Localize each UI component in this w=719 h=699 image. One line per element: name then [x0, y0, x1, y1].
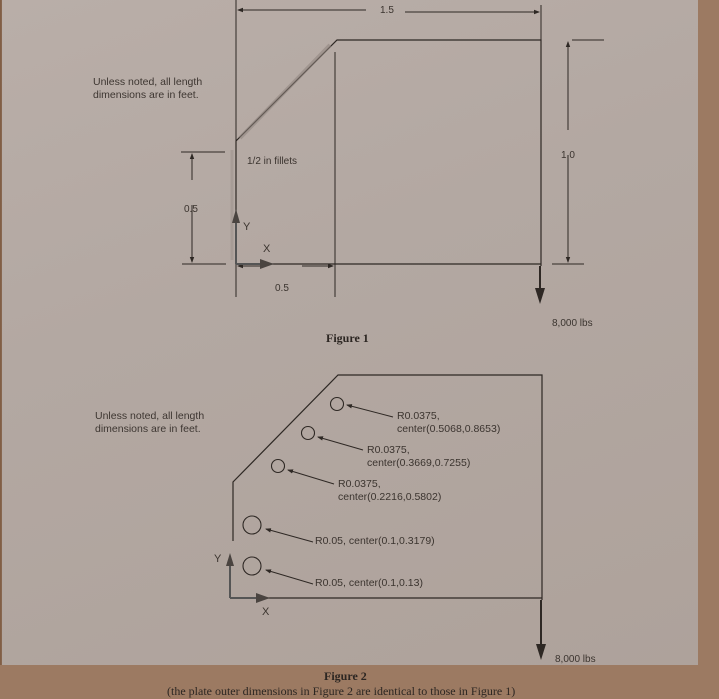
units-note-line2: dimensions are in feet.: [93, 89, 199, 101]
hole-4-label: R0.05, center(0.1,0.3179): [315, 535, 435, 547]
dim-height-total-label: 1.0: [561, 150, 575, 161]
units-note-line1: Unless noted, all length: [93, 76, 203, 88]
figure1-extension-lines: [181, 0, 604, 297]
figure1-load-arrow: [535, 266, 545, 304]
hole-2-center: center(0.3669,0.7255): [367, 457, 471, 469]
figure1-dimension-lines: [189, 7, 571, 269]
hole-4: [242, 515, 262, 535]
figure2-load-arrow-icon: [536, 644, 546, 660]
figure2-plate-outline: [231, 374, 543, 600]
leader-4: [265, 528, 314, 543]
figure1-y-axis-arrow-icon: [232, 209, 240, 223]
hole-3-label: R0.0375, center(0.2216,0.5802): [338, 478, 441, 504]
leader-5: [265, 569, 314, 585]
figure1-x-axis-arrow-icon: [260, 259, 274, 269]
paper-sheet: [2, 0, 698, 665]
figure1-load-label: 8,000 lbs: [552, 318, 593, 329]
hole-1-radius: R0.0375,: [397, 410, 440, 422]
figure1-plate-shape: [235, 39, 542, 266]
figure2-leader-lines: [265, 404, 394, 585]
figure2-y-axis-arrow-icon: [226, 553, 234, 566]
figure2-plate-shape: [232, 374, 543, 600]
figure2-load-arrow: [536, 600, 546, 660]
units-note-line1: Unless noted, all length: [95, 410, 205, 422]
hole-1: [329, 396, 345, 412]
hole-2-label: R0.0375, center(0.3669,0.7255): [367, 444, 470, 470]
figure2-x-axis-arrow-icon: [256, 593, 270, 603]
figure1-x-axis-label: X: [263, 243, 271, 255]
figure2-caption: Figure 2: [324, 669, 367, 683]
hole-2: [300, 425, 316, 441]
leader-1: [346, 404, 394, 418]
leader-2: [317, 436, 364, 451]
figure2-y-axis-label: Y: [214, 553, 222, 565]
figure1-axes: [232, 209, 274, 269]
figure1-units-note: Unless noted, all length dimensions are …: [93, 76, 202, 102]
hole-1-center: center(0.5068,0.8653): [397, 423, 501, 435]
hole-1-label: R0.0375, center(0.5068,0.8653): [397, 410, 500, 436]
figure2-holes: [242, 396, 345, 576]
figure1-caption: Figure 1: [326, 331, 369, 345]
hole-3-center: center(0.2216,0.5802): [338, 491, 442, 503]
figure1-plate-outline: [235, 39, 542, 266]
dim-left-height-label: 0.5: [184, 204, 198, 215]
figure2-subcaption: (the plate outer dimensions in Figure 2 …: [167, 684, 516, 698]
figure2-x-axis-label: X: [262, 606, 270, 618]
engineering-drawing: [181, 0, 604, 660]
dim-chamfer-width-label: 0.5: [275, 283, 289, 294]
leader-3: [287, 469, 335, 485]
hole-5-label: R0.05, center(0.1,0.13): [315, 577, 423, 589]
hole-3: [270, 458, 286, 474]
dim-width-total-label: 1.5: [380, 5, 394, 16]
hole-5: [242, 556, 262, 576]
figure1-load-arrow-icon: [535, 288, 545, 304]
hole-3-radius: R0.0375,: [338, 478, 381, 490]
figure2-axes: [226, 553, 270, 603]
figure2-load-label: 8,000 lbs: [555, 654, 596, 665]
units-note-line2: dimensions are in feet.: [95, 423, 201, 435]
figure1-y-axis-label: Y: [243, 221, 251, 233]
fillet-note: 1/2 in fillets: [247, 156, 298, 167]
figure1-fillet-shade: [238, 43, 332, 140]
hole-2-radius: R0.0375,: [367, 444, 410, 456]
figure2-units-note: Unless noted, all length dimensions are …: [95, 410, 204, 436]
